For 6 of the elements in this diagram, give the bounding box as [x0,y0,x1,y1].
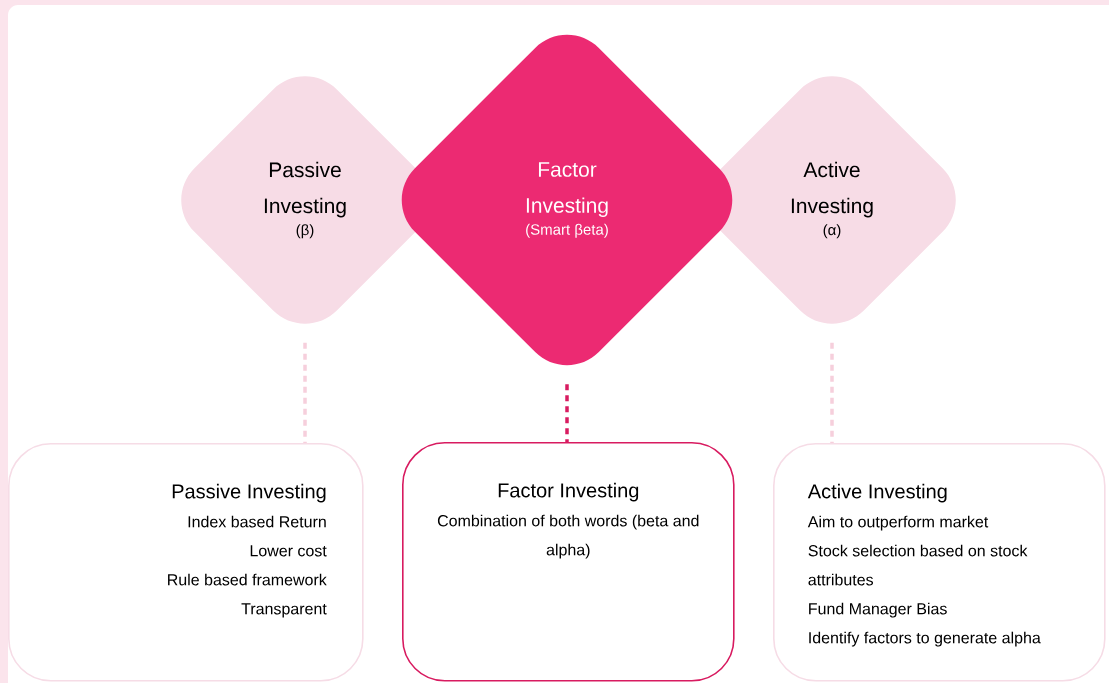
text-box: Factor Investing Combination of both words (beta and alpha) [402,442,735,682]
text-box: Active Investing Aim to outperform market Stock selection based on stock attributes Fund Manager Bias Identify factors to generate alpha [773,443,1106,682]
connector-line [830,342,834,443]
text-box: Passive Investing Index based Return Lower cost Rule based framework Transparent [8,443,364,682]
connector-line [303,342,307,443]
connector-line [565,384,569,442]
